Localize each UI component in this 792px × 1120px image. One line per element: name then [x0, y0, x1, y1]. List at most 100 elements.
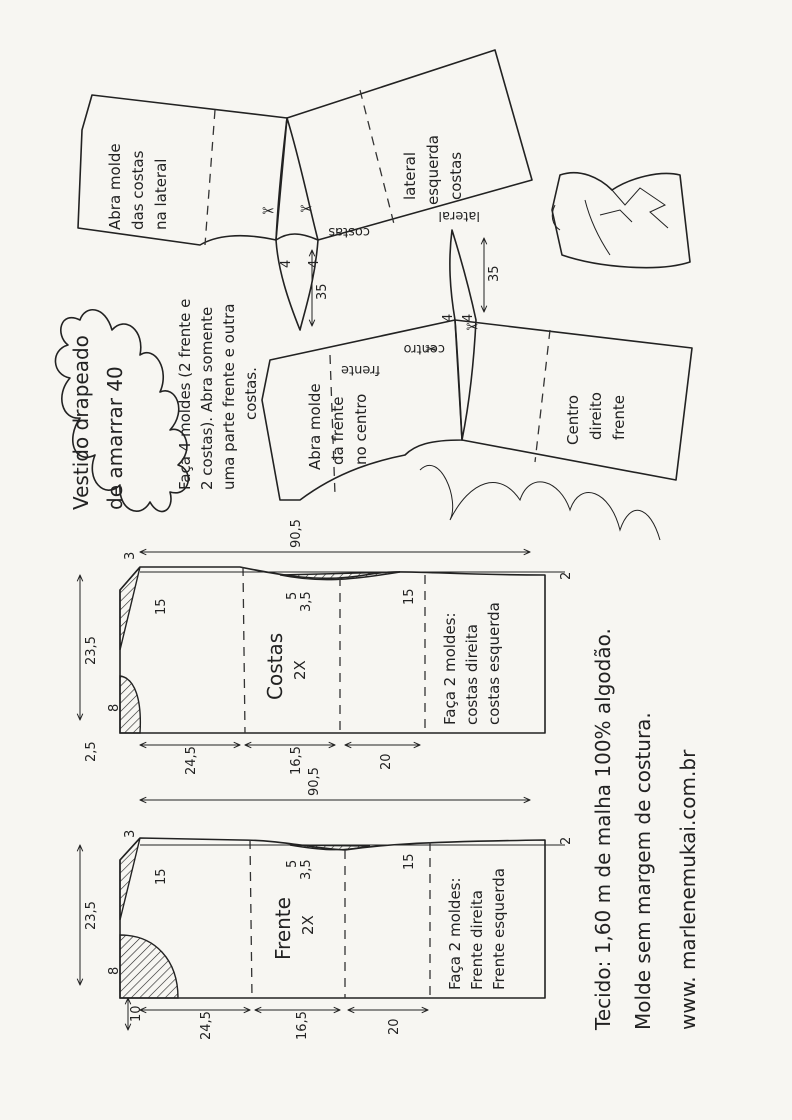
back-open-right-piece: [275, 49, 533, 241]
front-top-right: 2: [559, 837, 574, 845]
front-mark-4: 15: [402, 853, 417, 870]
front-open-right-label-3: frente: [610, 395, 628, 440]
back-top-right: 2: [559, 572, 574, 580]
front-note-2: Frente direita: [468, 890, 486, 990]
dress-sketch: [551, 171, 691, 269]
instructions-line-1: Faça 4 moldes (2 frente e: [176, 299, 194, 490]
front-open-length: 35: [487, 265, 502, 282]
front-open-right-label-1: Centro: [564, 395, 582, 445]
back-open-right-label-1: lateral: [401, 152, 419, 200]
instructions-line-2: 2 costas). Abra somente: [198, 307, 216, 490]
back-seg-3: 20: [379, 753, 394, 770]
front-open-left-label-3: no centro: [352, 394, 370, 465]
back-length: 90,5: [289, 519, 304, 548]
back-note-1: Faça 2 moldes:: [441, 612, 459, 725]
front-count: 2X: [299, 915, 317, 935]
front-edge-label-2: frente: [341, 362, 380, 377]
notes: Tecido: 1,60 m de malha 100% algodão. Mo…: [591, 628, 700, 1031]
back-pattern: 90,5 3 2 23,5 8 2,5 15 5 3,5 15 Costas 2…: [80, 519, 574, 775]
back-gap-1: 4: [279, 260, 294, 268]
website: www. marlenemukai.com.br: [676, 749, 700, 1030]
front-note-1: Faça 2 moldes:: [446, 877, 464, 990]
front-line-1: [249, 839, 253, 999]
back-count: 2X: [291, 660, 309, 680]
front-mark-3: 3,5: [299, 859, 314, 880]
instructions-line-4: costas.: [242, 367, 260, 420]
back-line-1: [242, 566, 246, 734]
back-mark-3: 3,5: [299, 591, 314, 612]
back-open-left-label-1: Abra molde: [106, 143, 124, 230]
front-pattern: 90,5 3 2 23,5 8 10 15 5 3,5 15 Frente 2X…: [80, 767, 574, 1040]
front-note-3: Frente esquerda: [490, 868, 508, 990]
back-open-diagram: Abra molde das costas na lateral lateral…: [77, 49, 533, 331]
title-line-2: de amarrar 40: [103, 366, 127, 510]
back-mark-2: 5: [285, 592, 300, 600]
back-edge-label-2: lateral: [438, 208, 480, 223]
signature: Marlene Mukai: [419, 464, 661, 573]
back-slash-opening: [275, 117, 319, 331]
front-open-left-piece: [261, 319, 463, 501]
front-slash-opening: [449, 229, 477, 441]
front-seg-2: 16,5: [295, 1011, 310, 1040]
front-open-right-label-2: direito: [587, 392, 605, 440]
front-neck: 8: [107, 967, 122, 975]
front-open-left-label-1: Abra molde: [306, 383, 324, 470]
back-neckline-hatch: [119, 566, 141, 651]
front-seg-1: 24,5: [199, 1011, 214, 1040]
back-left-edge: 2,5: [84, 741, 99, 762]
front-top-left: 3: [123, 830, 138, 838]
back-seg-2: 16,5: [289, 746, 304, 775]
back-open-left-label-2: das costas: [129, 150, 147, 230]
front-neck-depth: 10: [129, 1005, 144, 1022]
front-seg-3: 20: [387, 1018, 402, 1035]
front-top-dart-hatch: [289, 844, 371, 851]
cloud-outline: [54, 309, 190, 513]
scissors-icon: ✂: [425, 340, 438, 358]
back-top-dart-hatch: [279, 571, 401, 581]
back-mark-4: 15: [402, 588, 417, 605]
back-grainline-2: [359, 89, 396, 229]
front-grainline-2: [534, 329, 551, 463]
back-edge-label-1: costas: [328, 224, 370, 239]
back-note-2: costas direita: [463, 624, 481, 725]
front-open-left-label-2: da frente: [329, 397, 347, 465]
back-armhole-hatch: [119, 675, 142, 734]
scissors-icon: ✂: [466, 318, 479, 336]
front-open-right-piece: [454, 319, 693, 481]
back-open-right-label-2: esquerda: [424, 135, 442, 205]
front-open-diagram: Abra molde da frente no centro Centro di…: [261, 229, 693, 501]
back-grainline-1: [204, 109, 216, 246]
fabric-note: Tecido: 1,60 m de malha 100% algodão.: [591, 628, 615, 1031]
scissors-icon: ✂: [262, 202, 275, 220]
front-gap-2: 4: [461, 314, 476, 322]
front-width: 23,5: [84, 901, 99, 930]
title-line-1: Vestido drapeado: [69, 335, 93, 510]
back-open-left-label-3: na lateral: [152, 159, 170, 230]
back-open-right-label-3: costas: [447, 152, 465, 200]
front-mark-1: 15: [154, 868, 169, 885]
front-edge-label-1: centro: [403, 341, 445, 356]
title-cloud: Vestido drapeado de amarrar 40: [54, 309, 190, 513]
back-open-length: 35: [315, 283, 330, 300]
front-mark-2: 5: [285, 860, 300, 868]
back-width: 23,5: [84, 636, 99, 665]
front-armhole-hatch: [119, 934, 179, 999]
back-label: Costas: [263, 633, 287, 700]
back-top-left: 3: [123, 552, 138, 560]
back-neck: 8: [107, 704, 122, 712]
front-gap-1: 4: [441, 314, 456, 322]
back-outline: [119, 566, 546, 734]
back-mark-1: 15: [154, 598, 169, 615]
signature-text: Marlene Mukai: [468, 503, 572, 573]
instructions-line-3: uma parte frente e outra: [220, 304, 238, 491]
back-seg-1: 24,5: [184, 746, 199, 775]
instructions: Faça 4 moldes (2 frente e 2 costas). Abr…: [176, 299, 260, 490]
front-length: 90,5: [307, 767, 322, 796]
back-gap-2: 4: [307, 260, 322, 268]
front-grainline-1: [329, 354, 336, 496]
front-neckline-hatch: [119, 837, 141, 921]
front-label: Frente: [271, 897, 295, 960]
seam-note: Molde sem margem de costura.: [631, 712, 655, 1030]
